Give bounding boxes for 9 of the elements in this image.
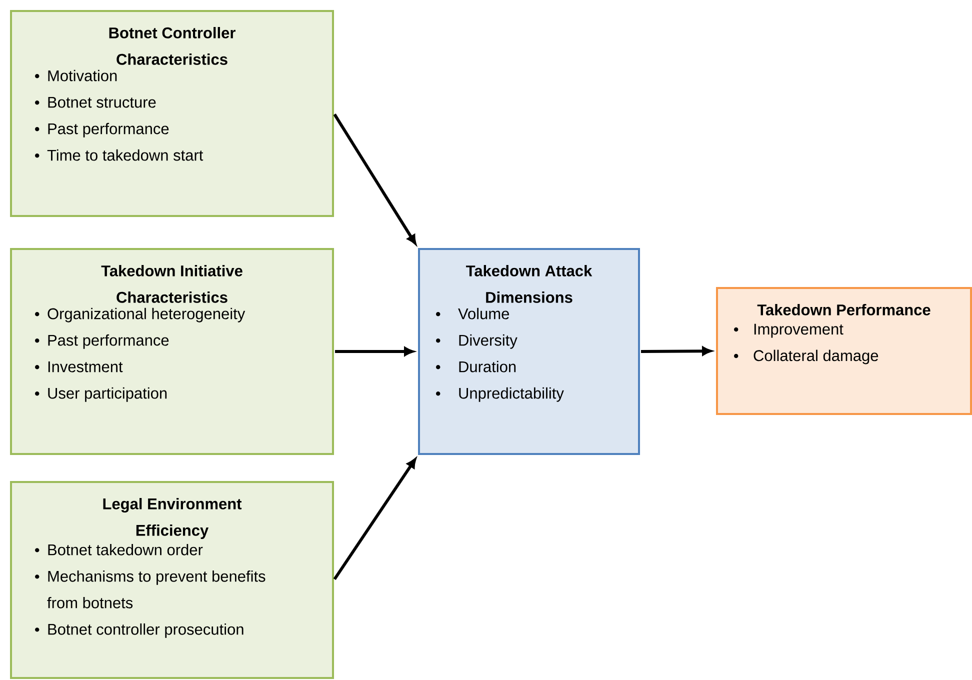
arrow (641, 346, 712, 356)
category-box: Takedown Attack Dimensions Volume Diversity Duration Unpredictability (418, 248, 640, 455)
category-box: Legal Environment Efficiency Botnet takedown order Mechanisms to prevent benefits from botnets Botnet controller prosecution (10, 481, 334, 679)
arrow (333, 114, 416, 244)
category-box: Takedown Performance Improvement Collateral damage (716, 287, 972, 415)
arrow (333, 458, 416, 580)
arrow (335, 347, 414, 356)
category-box: Takedown Initiative Characteristics Organizational heterogeneity Past performance Investment User participation (10, 248, 334, 455)
category-box: Botnet Controller Characteristics Motivation Botnet structure Past performance Time to takedown start (10, 10, 334, 217)
